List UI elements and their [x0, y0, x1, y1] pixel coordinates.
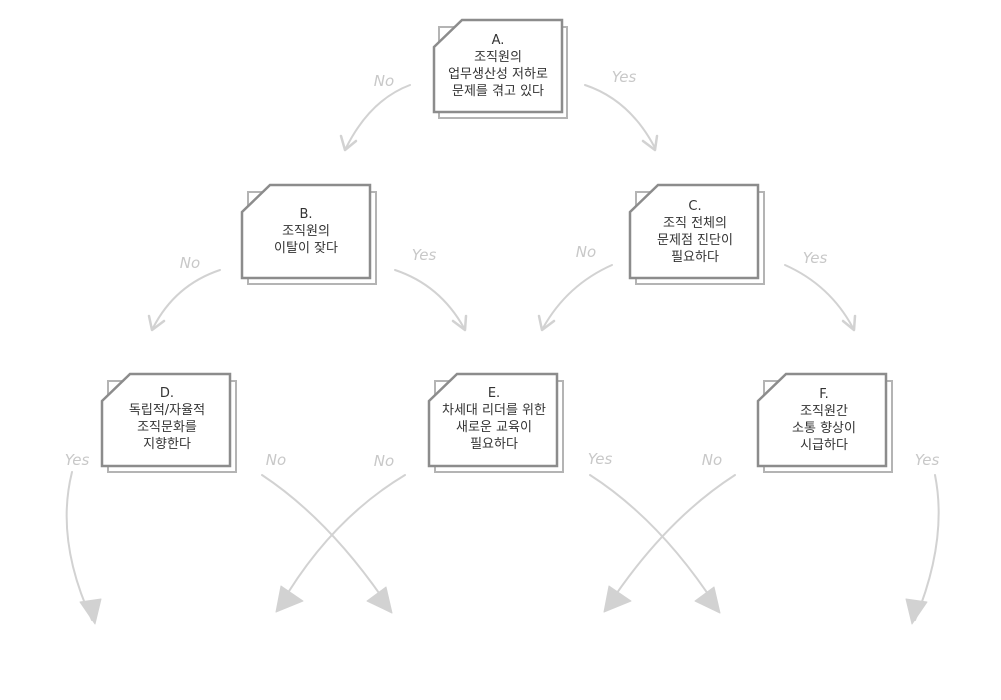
node-d-line-2: 독립적/자율적	[129, 403, 205, 418]
edge-label-b-yes: Yes	[412, 246, 437, 264]
edge-b-no	[152, 269, 221, 329]
arrowhead	[603, 585, 632, 613]
node-a-line-3: 업무생산성 저하로	[448, 67, 548, 82]
edge-label-d-yes: Yes	[65, 451, 90, 469]
edge-f-no	[607, 474, 736, 607]
node-a: A. 조직원의 업무생산성 저하로 문제를 겪고 있다	[432, 18, 568, 119]
edge-label-d-no: No	[266, 451, 286, 469]
edge-labels: No Yes No Yes No Yes Yes No No Yes No Ye…	[65, 68, 940, 470]
arrowhead	[694, 586, 721, 614]
arrowhead	[339, 134, 358, 152]
node-card	[240, 183, 372, 280]
node-card	[432, 18, 564, 114]
edge-label-e-no: No	[374, 452, 394, 470]
edges	[65, 84, 940, 625]
edge-label-c-yes: Yes	[803, 249, 828, 267]
edge-label-e-yes: Yes	[588, 450, 613, 468]
arrowhead	[451, 314, 468, 332]
edge-a-no	[345, 84, 411, 149]
node-c: C. 조직 전체의 문제점 진단이 필요하다	[628, 183, 765, 285]
edge-label-c-no: No	[576, 243, 596, 261]
node-c-line-1: C.	[688, 199, 701, 214]
node-f-line-2: 조직원간	[800, 404, 848, 419]
node-card	[427, 372, 559, 468]
node-card	[628, 183, 760, 280]
arrowhead	[641, 134, 659, 152]
arrowhead	[275, 585, 304, 613]
edge-f-yes	[914, 474, 940, 621]
nodes: A. 조직원의 업무생산성 저하로 문제를 겪고 있다 B. 조직원의 이탈이 …	[100, 18, 893, 473]
node-card	[756, 372, 888, 468]
edge-label-a-yes: Yes	[612, 68, 637, 86]
node-b-line-2: 조직원의	[282, 224, 330, 239]
node-f-line-4: 시급하다	[800, 438, 848, 453]
node-b: B. 조직원의 이탈이 잦다	[240, 183, 377, 285]
node-c-line-4: 필요하다	[671, 250, 719, 265]
edge-label-f-no: No	[702, 451, 722, 469]
node-e-line-2: 차세대 리더를 위한	[442, 403, 546, 418]
node-e-line-4: 필요하다	[470, 437, 518, 452]
node-f-line-3: 소통 향상이	[792, 421, 856, 436]
node-d-line-4: 지향한다	[143, 437, 191, 452]
edge-b-yes	[394, 269, 465, 329]
arrowhead	[537, 314, 556, 332]
edge-d-yes	[65, 471, 93, 621]
arrowhead	[366, 586, 393, 614]
node-f-line-1: F.	[819, 387, 829, 402]
edge-label-b-no: No	[180, 254, 200, 272]
node-b-line-1: B.	[299, 207, 312, 222]
node-d-line-3: 조직문화를	[137, 420, 197, 435]
node-e-line-3: 새로운 교육이	[456, 420, 532, 435]
node-card	[100, 372, 232, 468]
node-f: F. 조직원간 소통 향상이 시급하다	[756, 372, 893, 473]
edge-a-yes	[584, 84, 656, 149]
node-a-line-4: 문제를 겪고 있다	[452, 84, 544, 99]
node-e: E. 차세대 리더를 위한 새로운 교육이 필요하다	[427, 372, 564, 473]
node-b-line-3: 이탈이 잦다	[274, 241, 338, 256]
node-d: D. 독립적/자율적 조직문화를 지향한다	[100, 372, 237, 473]
edge-e-yes	[589, 474, 717, 607]
edge-label-a-no: No	[374, 72, 394, 90]
node-a-line-1: A.	[492, 33, 505, 48]
edge-c-no	[542, 264, 613, 329]
edge-c-yes	[784, 264, 854, 329]
arrowhead	[905, 598, 928, 625]
edge-e-no	[279, 474, 406, 607]
edge-label-f-yes: Yes	[915, 451, 940, 469]
arrowhead	[841, 314, 857, 332]
node-d-line-1: D.	[160, 386, 174, 401]
node-c-line-2: 조직 전체의	[663, 216, 727, 231]
node-a-line-2: 조직원의	[474, 50, 522, 65]
arrowhead	[79, 598, 102, 625]
arrowhead	[147, 314, 166, 332]
node-c-line-3: 문제점 진단이	[657, 233, 733, 248]
node-e-line-1: E.	[488, 386, 500, 401]
edge-d-no	[261, 474, 389, 607]
